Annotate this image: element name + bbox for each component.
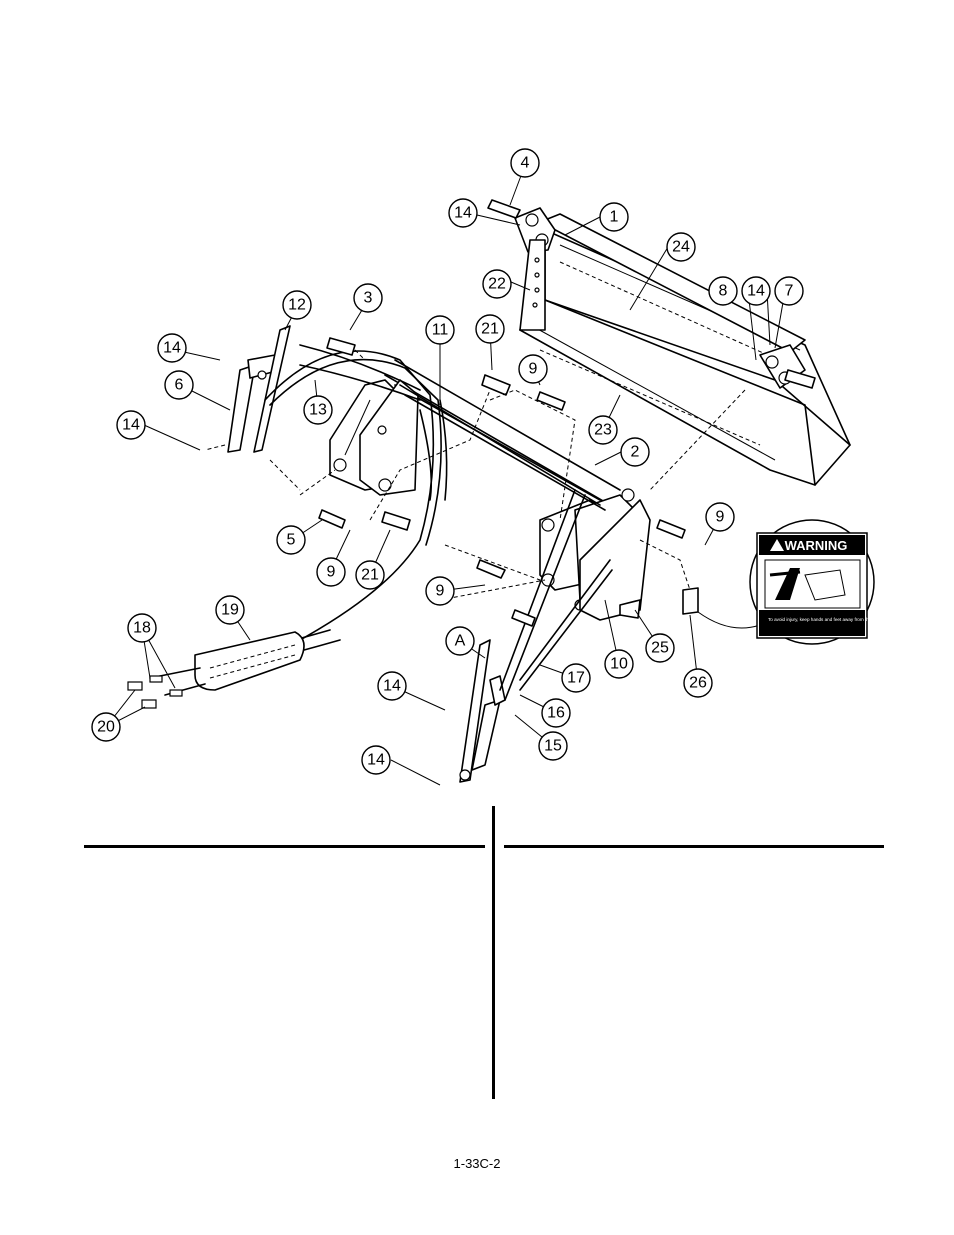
callout-9-right: 9 — [705, 502, 735, 532]
callout-4: 4 — [510, 148, 540, 178]
parts-table-header-rule-right — [504, 845, 884, 848]
svg-text:1: 1 — [610, 209, 619, 226]
svg-text:26: 26 — [689, 675, 707, 692]
svg-text:14: 14 — [122, 417, 140, 434]
parts-table-column-divider — [492, 806, 495, 1099]
pin-9-right — [656, 519, 686, 539]
svg-text:16: 16 — [547, 705, 565, 722]
callout-14-bottom-upper: 14 — [377, 671, 407, 701]
pin-5 — [318, 509, 346, 529]
svg-text:5: 5 — [287, 532, 296, 549]
callout-1: 1 — [599, 202, 629, 232]
svg-text:22: 22 — [488, 276, 506, 293]
callout-9-center: 9 — [425, 576, 455, 606]
svg-text:14: 14 — [383, 678, 401, 695]
svg-text:20: 20 — [97, 719, 115, 736]
callout-6: 6 — [164, 370, 194, 400]
svg-text:14: 14 — [454, 205, 472, 222]
svg-text:24: 24 — [672, 239, 690, 256]
page-number: 1-33C-2 — [453, 1156, 501, 1171]
svg-text:9: 9 — [716, 509, 725, 526]
svg-text:9: 9 — [327, 564, 336, 581]
svg-text:7: 7 — [785, 283, 794, 300]
callout-23: 23 — [588, 415, 618, 445]
svg-text:6: 6 — [175, 377, 184, 394]
callout-13: 13 — [303, 395, 333, 425]
callout-8: 8 — [708, 276, 738, 306]
pin-9-upper — [536, 391, 566, 411]
decal-tag — [682, 587, 699, 615]
callout-9-left: 9 — [316, 557, 346, 587]
callout-10: 10 — [604, 649, 634, 679]
svg-text:21: 21 — [481, 321, 499, 338]
callout-21-upper: 21 — [475, 314, 505, 344]
bucket-strap — [519, 239, 546, 331]
pin-21-lower — [381, 511, 411, 531]
callout-18: 18 — [127, 613, 157, 643]
callout-12: 12 — [282, 290, 312, 320]
callout-14-top: 14 — [448, 198, 478, 228]
svg-text:19: 19 — [221, 602, 239, 619]
lift-cylinder — [471, 489, 586, 771]
tilt-cylinder — [227, 325, 291, 453]
svg-text:8: 8 — [719, 283, 728, 300]
svg-text:9: 9 — [436, 583, 445, 600]
quick-couplers — [127, 667, 206, 709]
callout-9-upper: 9 — [518, 354, 548, 384]
warning-body: To avoid injury, keep hands and feet awa… — [768, 617, 884, 622]
assembly-guide-lines — [204, 349, 746, 601]
svg-text:23: 23 — [594, 422, 612, 439]
pin-3 — [326, 337, 356, 356]
callout-14-bottom-lower: 14 — [361, 745, 391, 775]
lift-arm — [459, 639, 491, 783]
svg-text:14: 14 — [747, 283, 765, 300]
callout-19: 19 — [215, 595, 245, 625]
bucket — [514, 207, 851, 486]
svg-text:2: 2 — [631, 444, 640, 461]
callout-21-lower: 21 — [355, 560, 385, 590]
svg-text:9: 9 — [529, 361, 538, 378]
callout-3: 3 — [353, 283, 383, 313]
loader-exploded-parts-diagram: WARNING To avoid injury, keep hands and … — [91, 148, 884, 786]
callout-20: 20 — [91, 712, 121, 742]
svg-text:15: 15 — [544, 738, 562, 755]
parts-table-header-rule-left — [84, 845, 485, 848]
callout-11: 11 — [425, 315, 455, 345]
warning-heading: WARNING — [785, 538, 848, 553]
svg-text:13: 13 — [309, 402, 327, 419]
svg-text:18: 18 — [133, 620, 151, 637]
svg-text:25: 25 — [651, 640, 669, 657]
pin-9-lower — [476, 559, 506, 579]
callout-7: 7 — [774, 276, 804, 306]
pivot-pin-right — [784, 369, 816, 389]
callout-5: 5 — [276, 525, 306, 555]
svg-text:4: 4 — [521, 155, 530, 172]
callout-14-left-lower: 14 — [116, 410, 146, 440]
svg-text:17: 17 — [567, 670, 585, 687]
callout-A: A — [445, 626, 475, 656]
callout-16: 16 — [541, 698, 571, 728]
callout-2: 2 — [620, 437, 650, 467]
svg-text:21: 21 — [361, 567, 379, 584]
callout-17: 17 — [561, 663, 591, 693]
callout-14-left-upper: 14 — [157, 333, 187, 363]
svg-text:10: 10 — [610, 656, 628, 673]
warning-decal: WARNING To avoid injury, keep hands and … — [749, 519, 884, 645]
pivot-pin-top — [487, 199, 521, 219]
svg-text:A: A — [455, 633, 466, 650]
callout-14-right: 14 — [741, 276, 771, 306]
callout-22: 22 — [482, 269, 512, 299]
hose-sleeve — [194, 631, 305, 691]
svg-text:11: 11 — [432, 322, 449, 339]
svg-text:3: 3 — [364, 290, 373, 307]
svg-text:14: 14 — [367, 752, 385, 769]
callout-25: 25 — [645, 633, 675, 663]
callout-24: 24 — [666, 232, 696, 262]
callout-26: 26 — [683, 668, 713, 698]
pin-lower-right — [511, 609, 536, 627]
svg-text:14: 14 — [163, 340, 181, 357]
callout-15: 15 — [538, 731, 568, 761]
pin-21-upper — [481, 374, 511, 396]
svg-text:12: 12 — [288, 297, 306, 314]
